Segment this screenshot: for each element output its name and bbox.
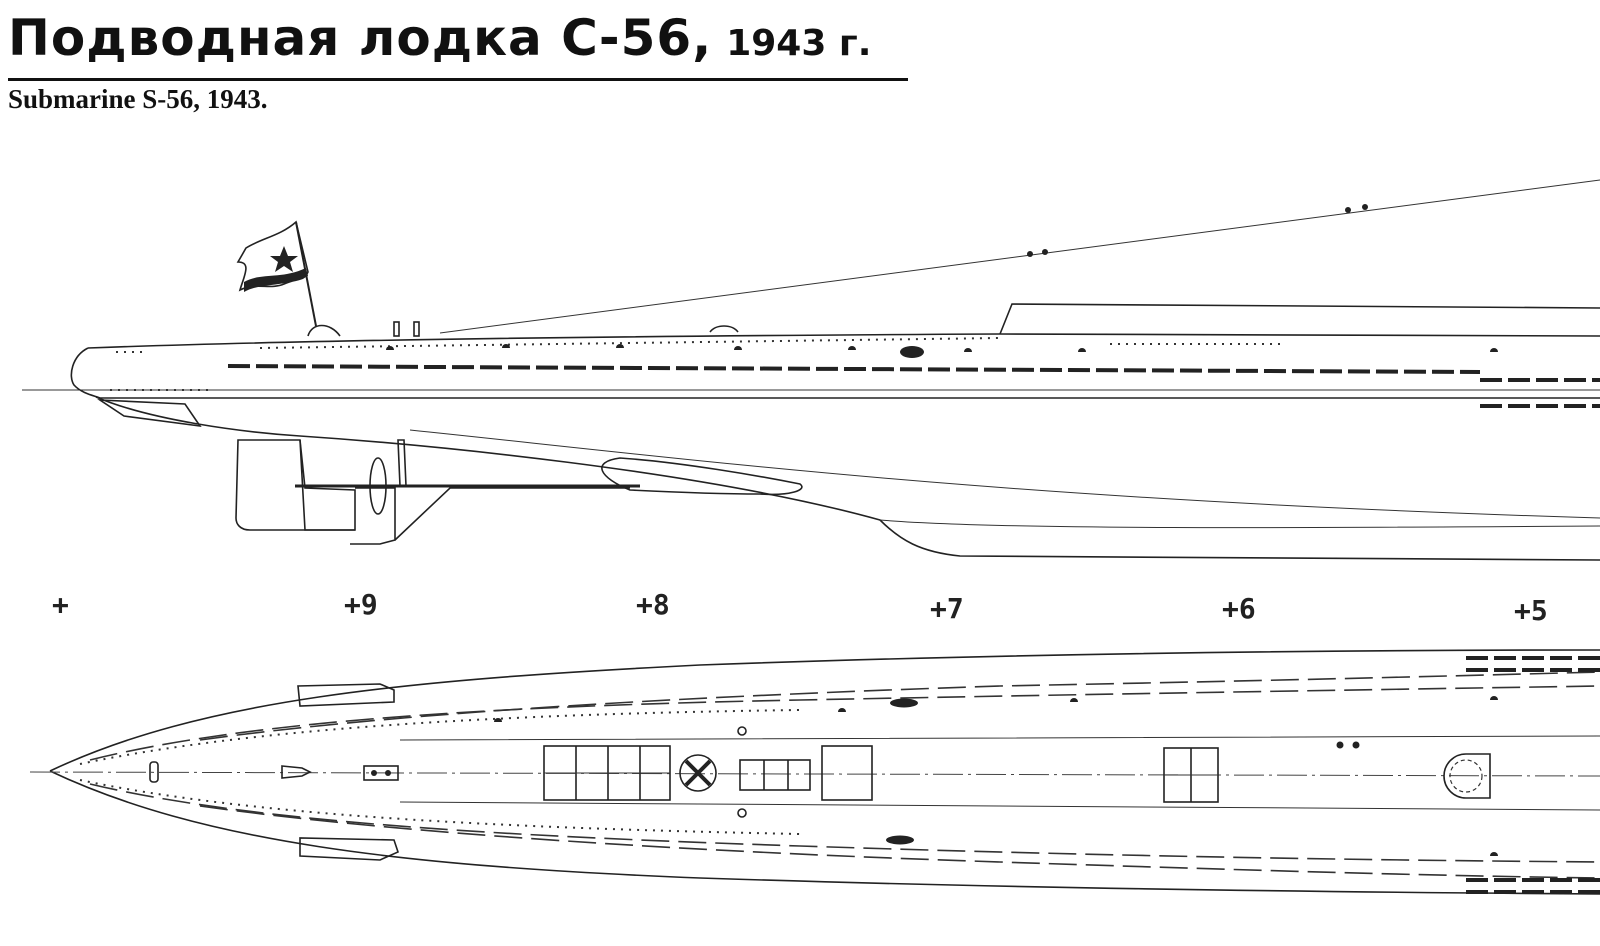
- stern-plane-plan: [297, 683, 395, 707]
- hydroplane-guard: [601, 457, 803, 496]
- limber-hole: [890, 698, 918, 708]
- deck-dome: [502, 344, 510, 348]
- deck-dome: [964, 348, 972, 352]
- stern-plane: [97, 399, 202, 428]
- hull-outline-top: [49, 649, 1600, 772]
- stern-plane-plan: [299, 837, 399, 861]
- deck-fitting: [709, 325, 739, 333]
- deck-dome: [1490, 852, 1498, 856]
- rivet-row: [79, 779, 801, 835]
- deck-edge-top-outer: [199, 671, 1600, 741]
- stern-light: [149, 761, 159, 783]
- deck-stud: [1336, 741, 1344, 749]
- hatch-icon: [821, 745, 873, 801]
- deck-dome: [616, 344, 624, 348]
- title-main: Подводная лодка С-56,: [8, 9, 713, 67]
- propeller-shaft-bracket: [394, 487, 630, 541]
- hull-keel-line: [409, 429, 1600, 519]
- keel-line: [879, 519, 1600, 529]
- conning-tower-base: [1443, 753, 1491, 799]
- vent-pipe: [393, 321, 400, 337]
- deck-edge-bottom: [89, 783, 1600, 863]
- antenna-insulator: [1345, 207, 1351, 213]
- deck-ring: [737, 726, 747, 736]
- flag-mount: [307, 324, 341, 337]
- side-profile: [22, 179, 1600, 561]
- frame-mark: +7: [930, 592, 964, 625]
- bollard-post: [371, 770, 377, 776]
- deck-dome: [386, 346, 394, 350]
- deck-dome: [1078, 348, 1086, 352]
- antenna-insulator: [1362, 204, 1368, 210]
- frame-mark: +6: [1222, 592, 1256, 625]
- hatch-icon: [1163, 747, 1219, 803]
- deck-dome: [838, 708, 846, 712]
- star-icon: [270, 246, 298, 272]
- drawing-title: Подводная лодка С-56, 1943 г.: [8, 2, 908, 81]
- deck-edge-top: [89, 685, 1600, 761]
- deck-dome: [848, 346, 856, 350]
- deck-dome: [1490, 696, 1498, 700]
- frame-mark: +: [52, 588, 69, 621]
- hatch-icon: [543, 745, 671, 801]
- flood-holes-row: [227, 364, 1481, 374]
- drawing-subtitle: Submarine S-56, 1943.: [8, 84, 268, 114]
- frame-mark: +5: [1514, 594, 1548, 627]
- deck-dome: [1490, 348, 1498, 352]
- hatch-icon: [739, 759, 811, 791]
- rudder: [235, 439, 356, 531]
- propeller-icon: [369, 457, 387, 515]
- bollard-post: [385, 770, 391, 776]
- frame-mark: +9: [344, 588, 378, 621]
- casing-line: [399, 801, 1600, 811]
- hull-outline-bottom: [49, 770, 1600, 895]
- deck-line: [87, 333, 1600, 349]
- frame-mark: +8: [636, 588, 670, 621]
- limber-hole: [886, 835, 914, 845]
- deck-edge-bottom-outer: [199, 805, 1600, 879]
- deck-dome: [734, 346, 742, 350]
- deck-stud: [1352, 741, 1360, 749]
- vent-pipe: [413, 321, 420, 337]
- antenna-wire: [439, 179, 1600, 334]
- plan-view: [29, 649, 1600, 895]
- deck-dome: [494, 718, 502, 722]
- conning-tower-fairing: [999, 303, 1600, 335]
- antenna-insulator: [1027, 251, 1033, 257]
- deck-ring: [737, 808, 747, 818]
- casing-line: [399, 735, 1600, 741]
- rivet-row: [79, 709, 801, 765]
- frame-marks: + +9 +8 +7 +6 +5: [52, 588, 1548, 627]
- rivet-row: [259, 337, 1001, 349]
- antenna-insulator: [1042, 249, 1048, 255]
- flag-stripe: [244, 268, 308, 292]
- skeg: [299, 439, 396, 545]
- shaft-strut: [397, 439, 407, 487]
- bollard: [363, 765, 399, 781]
- deck-dome: [1070, 698, 1078, 702]
- centre-line: [29, 771, 1600, 777]
- title-year: 1943 г.: [726, 23, 872, 64]
- hull-fitting: [900, 346, 924, 358]
- hull-bottom: [95, 396, 1600, 561]
- towing-fitting: [281, 765, 312, 779]
- vent-fan-icon: [679, 754, 717, 792]
